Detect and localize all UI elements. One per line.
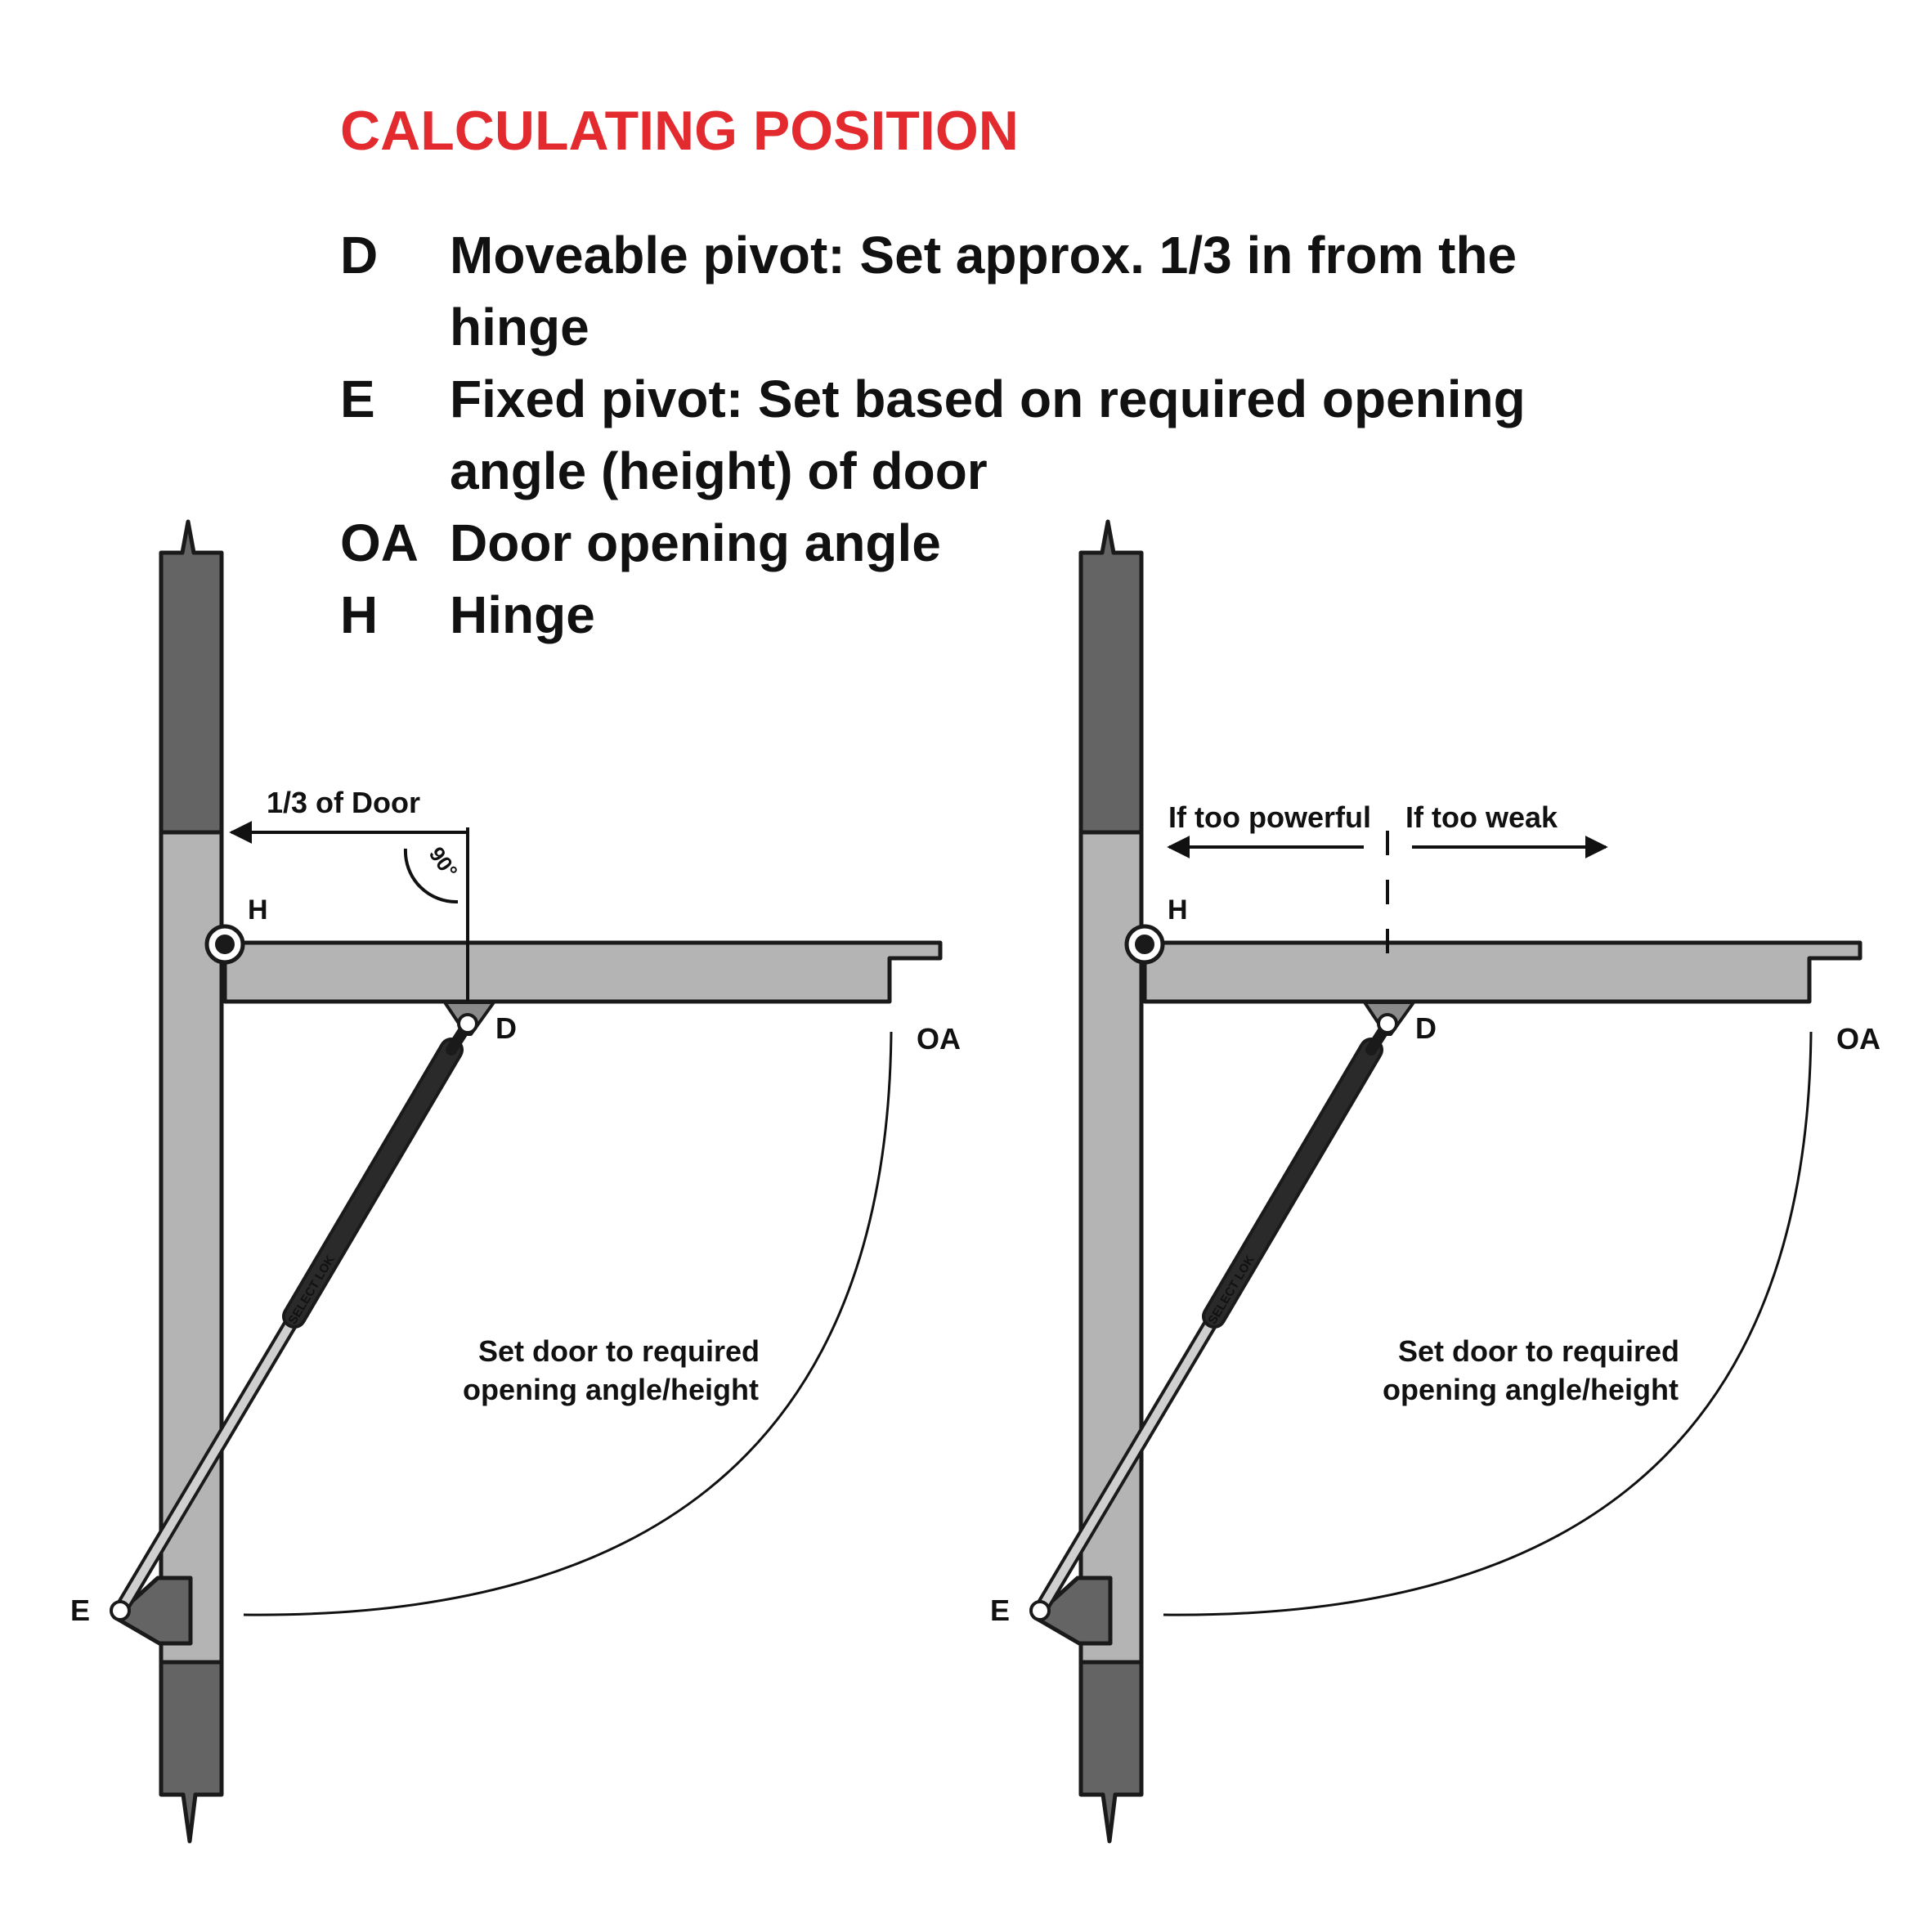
fixed-pivot-label: E [70,1594,90,1627]
angle-label: 90° [424,842,463,882]
legend-text: Door opening angle [450,513,941,572]
instruction-line-1: Set door to required [478,1334,760,1368]
door-panel [1142,940,1863,1004]
legend-item-h: H Hinge [340,579,1594,651]
page-title: CALCULATING POSITION [340,100,1019,162]
frame-post-bottom [1078,1660,1144,1844]
frame-post-top [159,519,224,835]
moveable-pivot-label: D [495,1011,517,1045]
legend-code: H [340,585,379,644]
moveable-pivot [443,1001,495,1036]
legend-item-e: E Fixed pivot: Set based on required ope… [340,363,1594,507]
legend-code: D [340,226,379,285]
legend-text: Fixed pivot: Set based on required openi… [450,370,1526,500]
legend-code: E [340,370,375,428]
diagram-right: H If too powerful If too weak OA E SELEC… [990,519,1880,1844]
too-weak-label: If too weak [1405,800,1558,834]
legend-code: OA [340,513,419,572]
hinge-icon [204,924,245,965]
instruction-line-2: opening angle/height [463,1373,759,1406]
opening-angle-label: OA [1836,1022,1880,1056]
opening-angle-arc [1163,1031,1813,1616]
fixed-pivot-label: E [990,1594,1010,1627]
legend-item-d: D Moveable pivot: Set approx. 1/3 in fro… [340,219,1594,363]
instruction-line-1: Set door to required [1398,1334,1679,1368]
opening-angle-arc [243,1031,893,1616]
instruction-line-2: opening angle/height [1383,1373,1679,1406]
door-panel [222,940,943,1004]
moveable-pivot-label: D [1415,1011,1437,1045]
hinge-icon [1124,924,1165,965]
legend-text: Moveable pivot: Set approx. 1/3 in from … [450,226,1517,356]
right-angle-arc [403,848,459,904]
legend-item-oa: OA Door opening angle [340,507,1594,579]
dimension-label: 1/3 of Door [267,786,420,819]
opening-angle-label: OA [917,1022,961,1056]
hinge-label: H [248,894,268,926]
too-powerful-label: If too powerful [1168,800,1371,834]
frame-post-top [1078,519,1144,835]
moveable-pivot [1363,1001,1415,1036]
diagram-left: H 1/3 of Door 90° OA E SELECT LOK D [70,519,961,1844]
frame-post-bottom [159,1660,224,1844]
legend-text: Hinge [450,585,595,644]
legend: D Moveable pivot: Set approx. 1/3 in fro… [340,219,1594,651]
hinge-label: H [1168,894,1188,926]
